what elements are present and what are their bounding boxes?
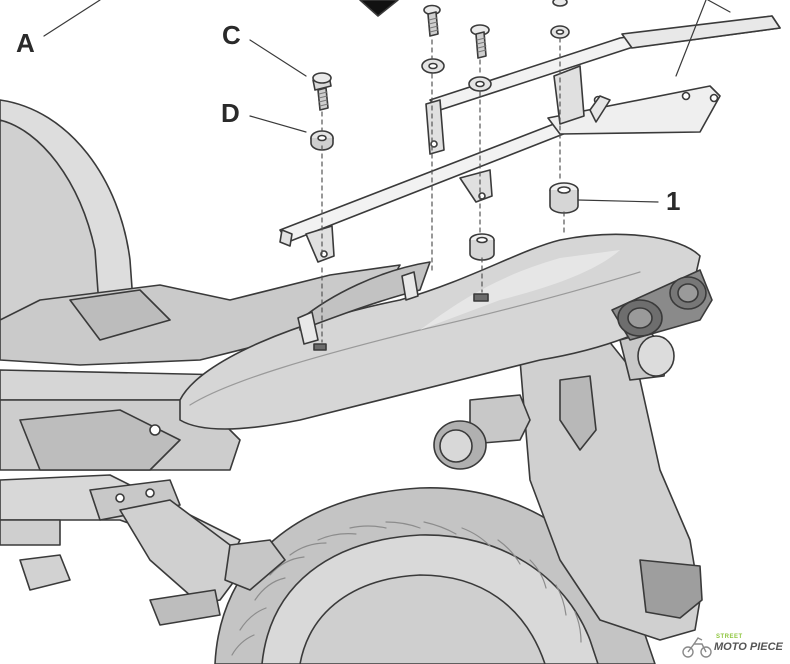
rear-tire [214, 487, 656, 664]
callout-a: A [16, 28, 35, 58]
seat-front-section [0, 99, 401, 366]
mount-slot-right [473, 293, 489, 302]
direction-arrow [359, 0, 399, 17]
watermark-brand: MOTO PIECE [714, 641, 783, 653]
rear-rack-frame [279, 15, 781, 263]
callout-d: D [221, 98, 240, 128]
rear-hugger [519, 329, 703, 641]
mount-slot-left [313, 343, 327, 351]
motorcycle-rider-icon [682, 637, 712, 658]
callout-leaders [43, 0, 731, 203]
watermark-tagline: STREET [716, 634, 743, 640]
turn-signal-right [619, 331, 675, 381]
turn-signal-left [433, 394, 531, 470]
spacer-1 [549, 182, 579, 214]
passenger-footpeg-bracket [19, 499, 286, 626]
mount-tab-left [297, 311, 319, 345]
alignment-guides [321, 37, 565, 343]
mount-tab-center [401, 271, 419, 301]
tail-cowl [179, 233, 701, 430]
bolt-c [312, 72, 332, 111]
watermark-logo: STREET MOTO PIECE [680, 630, 784, 660]
spacer-center [469, 233, 495, 261]
taillight [611, 269, 713, 341]
bolt-center [421, 4, 445, 74]
tire-tread [231, 521, 582, 656]
bolt-center-right [468, 24, 492, 92]
callout-c: C [222, 20, 241, 50]
callout-1: 1 [666, 186, 681, 216]
bolt-rear [550, 0, 570, 39]
